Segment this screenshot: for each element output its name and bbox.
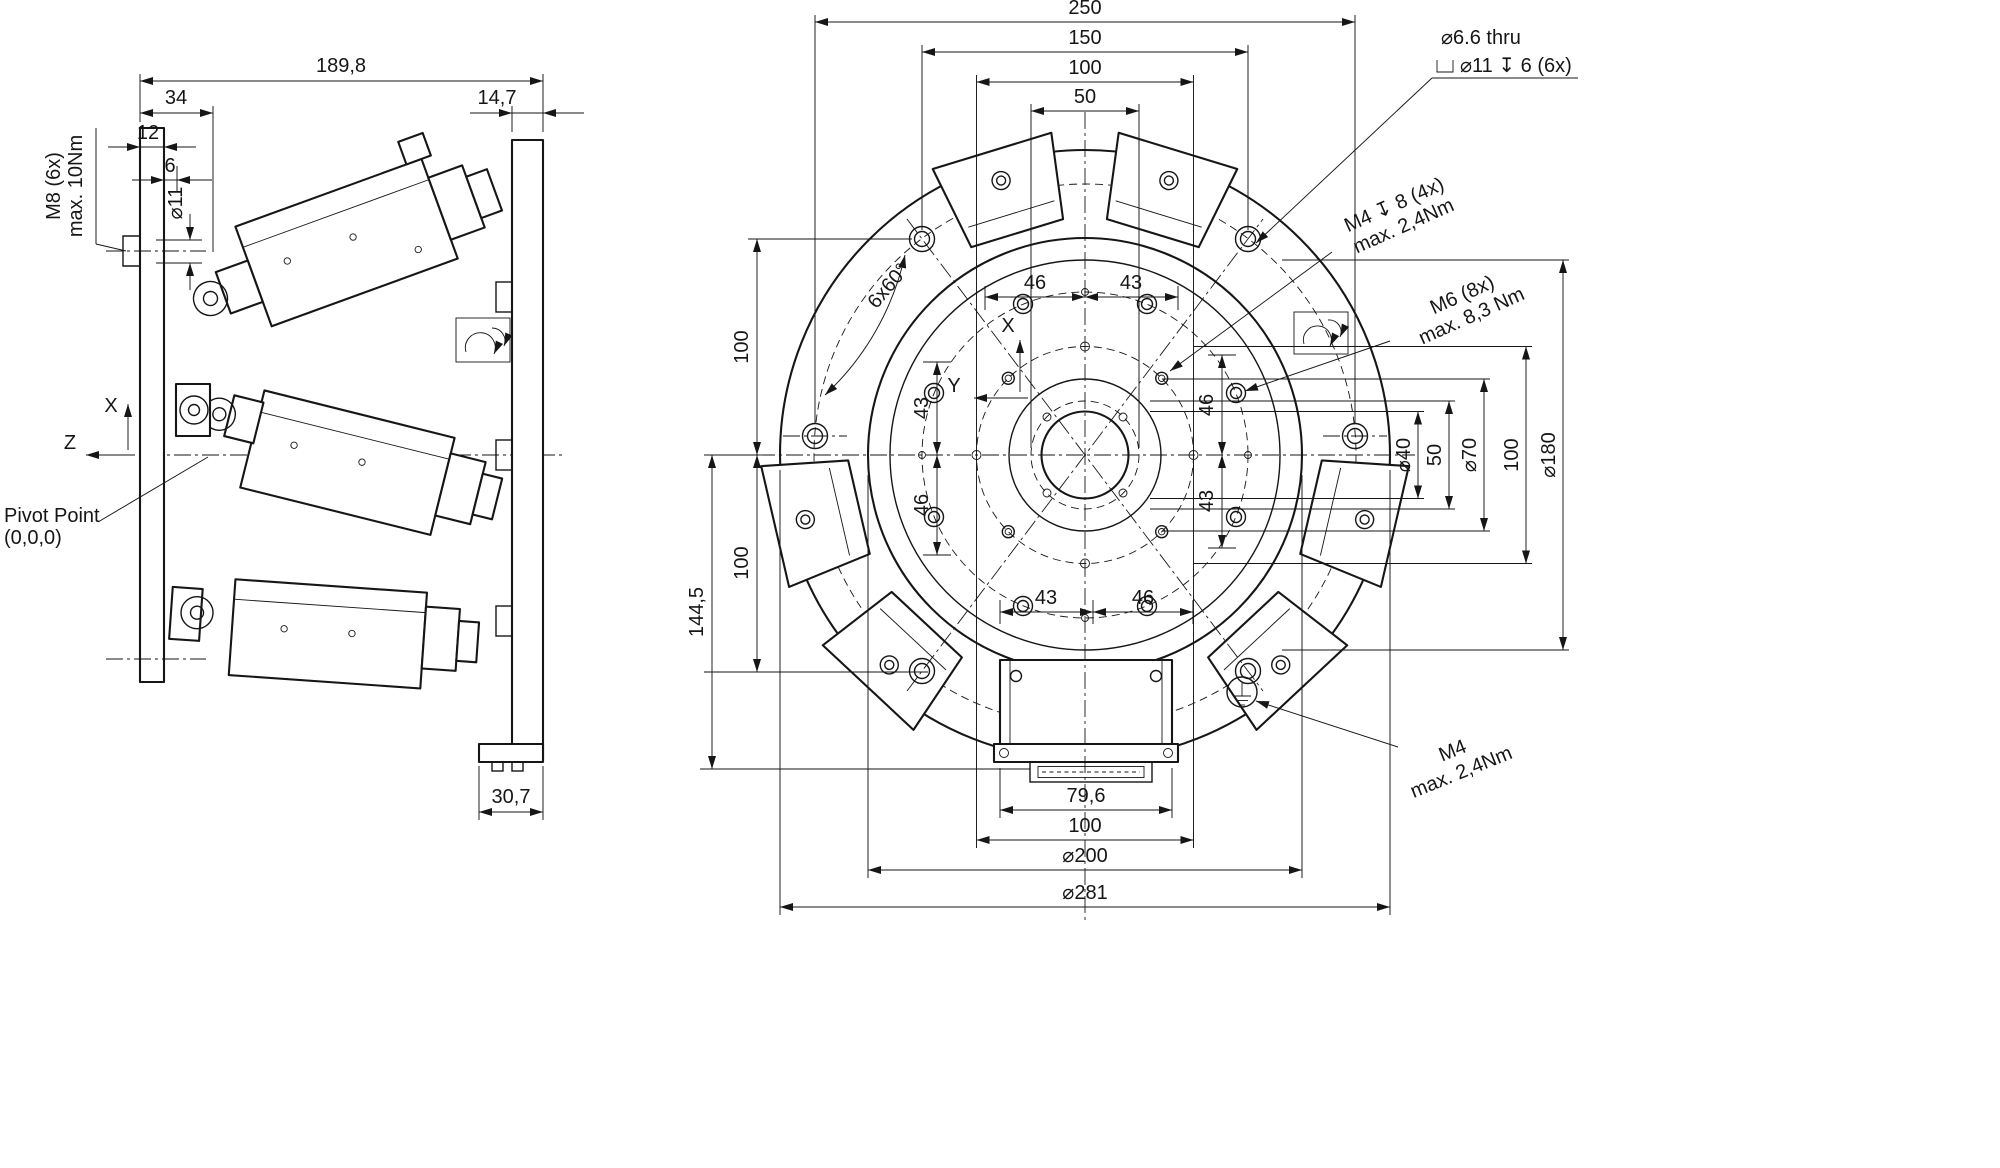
axis-x-label: X (104, 395, 117, 417)
dim-dia11: ⌀11 (165, 187, 187, 220)
m4-hole (1154, 371, 1169, 385)
dim-100-bottom: 100 (1068, 815, 1101, 837)
rotation-axes-icon-front (1293, 311, 1350, 355)
pivot-point-label: Pivot Point (4, 505, 100, 527)
m4-hole (1001, 525, 1015, 539)
dim-150: 150 (1068, 27, 1101, 49)
callout-cbore-line2: ⌀11 ↧ 6 (6x) (1460, 55, 1572, 77)
center-lines (758, 112, 1415, 920)
axis-z-label: Z (64, 432, 76, 454)
dimensions-side (86, 74, 584, 820)
dim-100-left-upper: 100 (731, 330, 753, 363)
dim-dia40: ⌀40 (1393, 438, 1415, 472)
side-view: 189,8 34 14,7 12 6 M8 (6x) max. 10Nm ⌀11… (4, 55, 584, 820)
dim-189-8: 189,8 (316, 55, 366, 77)
dim-46-top: 46 (1024, 272, 1046, 294)
m6-hole (1225, 382, 1247, 404)
flexure-joint-middle (174, 382, 212, 438)
dsub-connector (1029, 761, 1153, 783)
pivot-origin-label: (0,0,0) (4, 527, 62, 549)
m4-hole (1001, 371, 1015, 385)
callout-m6: M6 (8x) max. 8,3 Nm (1415, 271, 1528, 349)
dim-46-right: 46 (1196, 394, 1218, 416)
dim-79-6: 79,6 (1067, 785, 1106, 807)
dimensions-front (700, 15, 1578, 915)
cbore-hole (908, 225, 936, 253)
label-m8-torque: max. 10Nm (65, 135, 87, 237)
callout-m4-cs: M4 ↧ 8 (4x) max. 2,4Nm (1341, 173, 1457, 258)
dim-100-right: 100 (1501, 438, 1523, 471)
actuator-top (192, 131, 504, 328)
front-view: 250 150 100 50 100 100 144,5 46 43 43 46… (686, 0, 1578, 920)
m4-hole (1154, 525, 1169, 539)
ground-symbol (1226, 676, 1258, 708)
dim-dia70: ⌀70 (1459, 438, 1481, 472)
axis-x-label-front: X (1001, 315, 1014, 337)
mounting-plate-left (106, 126, 206, 684)
strut-tab (760, 445, 874, 588)
cbore-hole (908, 657, 936, 685)
dim-100-top: 100 (1068, 57, 1101, 79)
dim-46-bottom: 46 (1132, 587, 1154, 609)
dim-250: 250 (1068, 0, 1101, 19)
dim-14-7: 14,7 (478, 87, 517, 109)
rotation-axes-icon (455, 317, 513, 363)
dim-46-left: 46 (911, 494, 933, 516)
dim-6: 6 (164, 155, 175, 177)
dim-dia200: ⌀200 (1062, 845, 1107, 867)
strut-tab (821, 581, 974, 731)
dim-34: 34 (165, 87, 187, 109)
dim-30-7: 30,7 (492, 786, 531, 808)
dim-50-top: 50 (1074, 86, 1096, 108)
dim-43-top: 43 (1120, 272, 1142, 294)
strut-tab (1196, 581, 1349, 731)
m4-holes (1001, 371, 1169, 539)
dim-dia281: ⌀281 (1062, 882, 1107, 904)
dim-100-left-lower: 100 (731, 546, 753, 579)
callout-m4: M4 max. 2,4Nm (1407, 736, 1515, 803)
callout-cbore-line1: ⌀6.6 thru (1441, 27, 1521, 49)
m6-hole (1225, 506, 1247, 528)
base-plate-right (477, 138, 545, 772)
counterbore-symbol (1436, 60, 1454, 73)
dim-43-left: 43 (911, 397, 933, 419)
axis-y-label-front: Y (947, 375, 960, 397)
actuator-bottom (168, 578, 481, 690)
dim-144-5: 144,5 (686, 587, 708, 637)
label-m8: M8 (6x) (43, 152, 65, 220)
dim-12: 12 (137, 122, 159, 144)
dim-43-bottom: 43 (1035, 587, 1057, 609)
connector-assembly (992, 658, 1180, 783)
dim-dia180: ⌀180 (1538, 432, 1560, 477)
actuator-middle (202, 389, 504, 536)
dim-43-right: 43 (1196, 490, 1218, 512)
dim-50-right: 50 (1424, 444, 1446, 466)
